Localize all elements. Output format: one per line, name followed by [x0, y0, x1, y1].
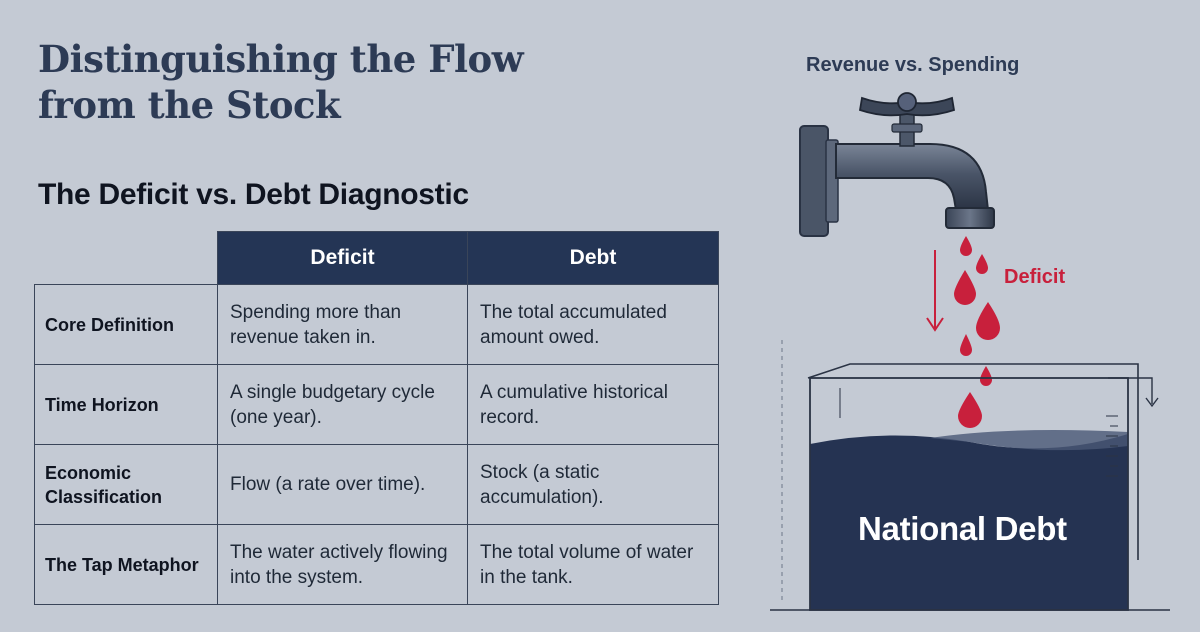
flow-arrow-icon — [926, 250, 944, 332]
deficit-drops-icon — [954, 236, 1000, 428]
debt-cell: The total volume of water in the tank. — [467, 524, 719, 605]
table-row: Economic Classification Flow (a rate ove… — [34, 444, 719, 525]
row-label: Economic Classification — [34, 444, 218, 525]
tank-label: National Debt — [858, 510, 1067, 547]
table-title: The Deficit vs. Debt Diagnostic — [38, 178, 469, 211]
row-label: Core Definition — [34, 284, 218, 365]
tank-icon — [770, 363, 1170, 611]
header-corner — [34, 231, 218, 285]
tap-tank-illustration — [770, 92, 1170, 611]
column-header-deficit: Deficit — [217, 231, 468, 285]
deficit-label: Deficit — [1004, 266, 1066, 288]
debt-cell: A cumulative historical record. — [467, 364, 719, 445]
tap-label: Revenue vs. Spending — [806, 54, 1020, 76]
table-header-row: Deficit Debt — [34, 231, 719, 285]
table-row: Core Definition Spending more than reven… — [34, 284, 719, 365]
deficit-cell: Spending more than revenue taken in. — [217, 284, 468, 365]
table-row: Time Horizon A single budgetary cycle (o… — [34, 364, 719, 445]
column-header-debt: Debt — [467, 231, 719, 285]
row-label: The Tap Metaphor — [34, 524, 218, 605]
faucet-icon — [799, 92, 995, 237]
page-title: Distinguishing the Flow from the Stock — [38, 37, 524, 127]
tap-tank-diagram: Revenue vs. Spending Deficit National De… — [760, 40, 1180, 620]
row-label: Time Horizon — [34, 364, 218, 445]
deficit-cell: A single budgetary cycle (one year). — [217, 364, 468, 445]
table-row: The Tap Metaphor The water actively flow… — [34, 524, 719, 605]
debt-cell: Stock (a static accumulation). — [467, 444, 719, 525]
debt-cell: The total accumulated amount owed. — [467, 284, 719, 365]
deficit-cell: Flow (a rate over time). — [217, 444, 468, 525]
deficit-debt-table: Deficit Debt Core Definition Spending mo… — [34, 231, 719, 605]
deficit-cell: The water actively flowing into the syst… — [217, 524, 468, 605]
